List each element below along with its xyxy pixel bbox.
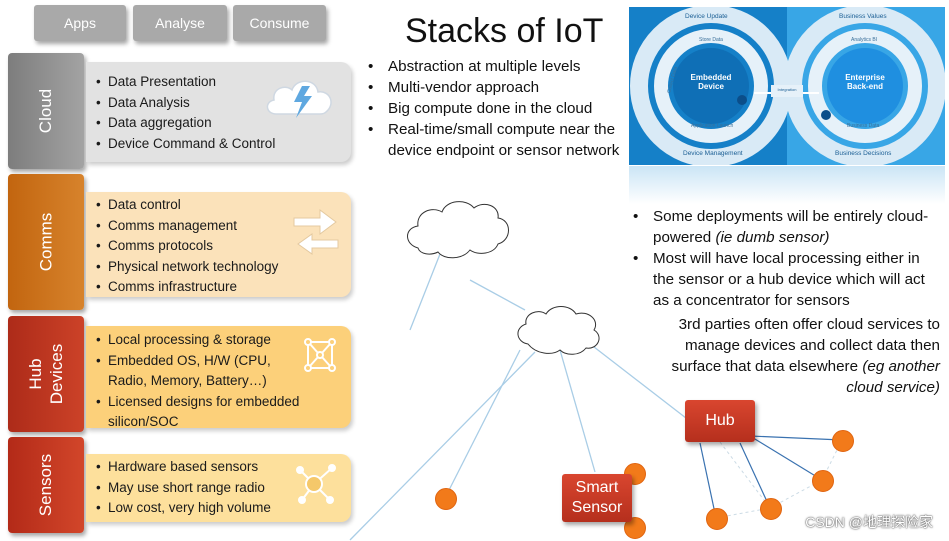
list-item: Real-time/small compute near the device … (363, 119, 625, 161)
page-title: Stacks of IoT (405, 12, 604, 50)
infinity-bottom-left: Device Management (683, 150, 743, 157)
bullet-text: Some deployments will be entirely cloud-… (653, 208, 929, 246)
hub-box: Hub (685, 400, 755, 442)
sensor-node (435, 488, 457, 510)
infinity-top-left: Device Update (685, 13, 728, 20)
list-item: 3rd parties often offer cloud services t… (640, 314, 940, 398)
list-item: Device Command & Control (96, 134, 351, 155)
top-bullets: Abstraction at multiple levels Multi-ven… (363, 56, 625, 161)
tab-consume: Consume (233, 5, 326, 41)
sensor-network-icon (296, 464, 336, 504)
sensor-node (832, 430, 854, 452)
cloud-shape (517, 306, 600, 355)
list-item: Hardware based sensors (96, 457, 351, 478)
sensor-node (812, 470, 834, 492)
list-item: Abstraction at multiple levels (363, 56, 625, 77)
infinity-right-center: Enterprise Back-end (845, 73, 885, 91)
smart-sensor-box: Smart Sensor (562, 474, 632, 522)
watermark: CSDN @地理探险家 (805, 514, 933, 530)
list-item: Most will have local processing either i… (628, 248, 943, 311)
tab-analyse: Analyse (133, 5, 227, 41)
infinity-link-label: Integration (777, 87, 797, 92)
bullet-note: (ie dumb sensor) (715, 229, 830, 246)
list-item: Multi-vendor approach (363, 77, 625, 98)
lower-bullets-right: 3rd parties often offer cloud services t… (640, 314, 940, 398)
infinity-left-center: Embedded Device (690, 73, 732, 91)
infinity-top-right: Business Values (839, 13, 887, 20)
lower-bullets: Some deployments will be entirely cloud-… (628, 206, 943, 311)
list-item: Physical network technology (96, 257, 351, 278)
infinity-inner-label: Analytics BI (851, 37, 878, 43)
bullet-text: Most will have local processing either i… (653, 250, 925, 309)
infinity-bottom-right: Business Decisions (835, 150, 892, 157)
sensor-node (760, 498, 782, 520)
cloud-lightning-icon (266, 80, 332, 118)
list-item: Licensed designs for embedded silicon/SO… (96, 392, 323, 433)
list-item: Comms protocols (96, 236, 351, 257)
bullet-text: 3rd parties often offer cloud services t… (671, 316, 940, 375)
infinity-inner-label: Store Data (699, 37, 723, 43)
tab-apps: Apps (34, 5, 126, 41)
layer-label-hub-devices: Hub Devices (8, 316, 84, 432)
list-item: May use short range radio (96, 478, 351, 499)
layer-panel-hub-devices: Local processing & storage Embedded OS, … (86, 326, 351, 429)
infinity-inner-label: Application Launch (691, 123, 734, 129)
cloud-shape (407, 201, 509, 259)
sensor-node (706, 508, 728, 530)
list-item: Local processing & storage (96, 330, 351, 351)
diagram-reflection (629, 166, 945, 204)
list-item: Comms management (96, 216, 351, 237)
list-item: Data control (96, 195, 351, 216)
layer-label-sensors: Sensors (8, 437, 84, 533)
list-item: Embedded OS, H/W (CPU, Radio, Memory, Ba… (96, 351, 303, 392)
layer-label-cloud: Cloud (8, 53, 84, 169)
sensor-node (624, 517, 646, 539)
bullet-note: (eg another cloud service) (846, 358, 940, 396)
infinity-inner-label: Business Data (847, 123, 880, 129)
circuit-board-icon (304, 338, 336, 372)
list-item: Data Analysis (96, 93, 351, 114)
arrows-exchange-icon (293, 209, 339, 255)
layer-label-comms: Comms (8, 174, 84, 310)
list-item: Big compute done in the cloud (363, 98, 625, 119)
list-item: Data Presentation (96, 72, 351, 93)
list-item: Low cost, very high volume (96, 498, 351, 519)
list-item: Some deployments will be entirely cloud-… (628, 206, 943, 248)
list-item: Comms infrastructure (96, 277, 351, 298)
list-item: Data aggregation (96, 113, 351, 134)
infinity-diagram: Embedded Device Enterprise Back-end Devi… (629, 7, 945, 165)
